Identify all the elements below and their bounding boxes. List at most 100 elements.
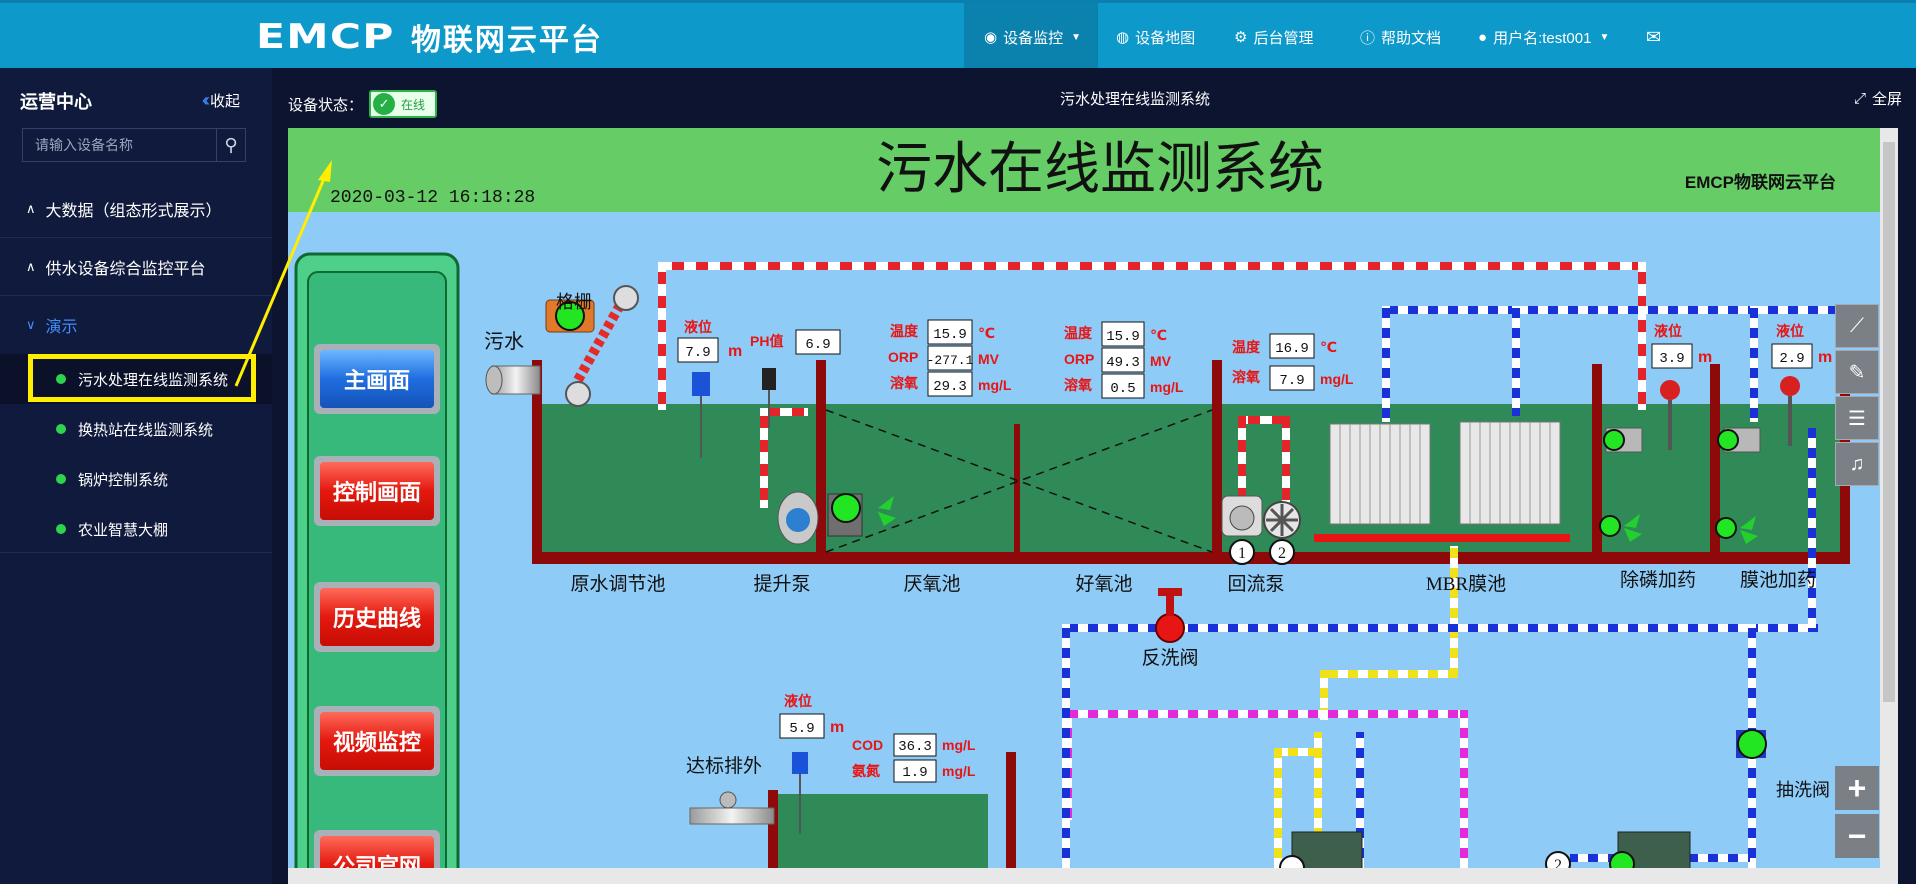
aerobic-do-unit: mg/L (1150, 379, 1184, 395)
main-screen-button[interactable]: 主画面 (314, 344, 440, 414)
brand-logo[interactable]: EMCP 物联网云平台 (256, 17, 603, 57)
video-monitor-button[interactable]: 视频监控 (314, 706, 440, 776)
sidebar-item-label: 锅炉控制系统 (78, 471, 169, 489)
status-label: 设备状态： (288, 96, 364, 114)
online-dot (56, 374, 66, 384)
zoom-in-icon[interactable]: + (1835, 766, 1879, 810)
sidebar-item-heat-station[interactable]: 换热站在线监测系统 (0, 404, 272, 454)
menu-group-label: 大数据（组态形式展示） (45, 202, 222, 220)
nav-label: 用户名:test001 (1493, 29, 1592, 47)
user-icon: ● (1478, 28, 1488, 46)
logo-text: 物联网云平台 (410, 24, 603, 57)
fullscreen-button[interactable]: ⤢ 全屏 (1854, 88, 1902, 109)
online-dot (56, 424, 66, 434)
search-icon[interactable]: ⚲ (224, 134, 238, 155)
membrane-level-label: 液位 (1776, 323, 1804, 339)
sidebar-item-label: 换热站在线监测系统 (78, 421, 214, 439)
nav-user[interactable]: ● 用户名:test001 ▼ (1478, 3, 1609, 71)
nav-device-monitor[interactable]: ◉ 设备监控 ▼ (964, 3, 1098, 71)
ph-value: 6.9 (805, 337, 830, 353)
monitor-icon: ◉ (984, 29, 998, 46)
pump-number-badge (1269, 539, 1295, 565)
aerobic-orp-value: 49.3 (1106, 355, 1140, 371)
scrollbar-thumb[interactable] (1883, 142, 1895, 702)
chevron-down-icon[interactable]: ▼ (1071, 31, 1082, 43)
return-temp-label: 温度 (1232, 339, 1261, 355)
gear-icon: ⚙ (1234, 29, 1248, 46)
aerobic-orp-label: ORP (1064, 351, 1094, 367)
list-tool-icon[interactable]: ☰ (1835, 396, 1879, 440)
anaerobic-do-label: 溶氧 (890, 375, 918, 391)
sidebar-item-boiler[interactable]: 锅炉控制系统 (0, 454, 272, 504)
level1-unit: m (728, 343, 742, 360)
return-do-label: 溶氧 (1232, 369, 1260, 385)
bell-tool-icon[interactable]: ♫ (1835, 442, 1879, 486)
search-input[interactable] (23, 129, 217, 161)
aerobic-orp-unit: MV (1150, 353, 1172, 369)
pipe-magenta (1064, 710, 1468, 718)
menu-group-bigdata[interactable]: ∧ 大数据（组态形式展示） (0, 180, 272, 238)
chart-tool-icon[interactable]: ⟋ (1835, 304, 1879, 348)
membrane-dosing-status-light (1717, 429, 1739, 451)
pipe-red-top (658, 262, 1646, 270)
main-tank-floor (532, 552, 1850, 564)
horizontal-scrollbar[interactable] (288, 868, 1880, 884)
globe-icon: ◍ (1116, 29, 1130, 46)
control-screen-button[interactable]: 控制画面 (314, 456, 440, 526)
pump-valve-status-light (1737, 729, 1767, 759)
online-dot (56, 474, 66, 484)
anaerobic-do-unit: mg/L (978, 377, 1012, 393)
fullscreen-label: 全屏 (1871, 91, 1902, 108)
arrow-head-icon (318, 160, 332, 182)
button-label: 主画面 (344, 368, 410, 393)
button-label: 控制画面 (333, 480, 421, 505)
edit-tool-icon[interactable]: ✎ (1835, 350, 1879, 394)
chevron-down-icon: ∨ (26, 317, 36, 332)
anaerobic-orp-box (927, 345, 973, 371)
sidebar-item-wastewater[interactable]: 污水处理在线监测系统 (0, 354, 272, 404)
wastewater-label: 污水 (484, 330, 524, 353)
mail-icon[interactable]: ✉ (1646, 26, 1662, 47)
nav-label: 帮助文档 (1381, 29, 1442, 47)
anaerobic-do-box (927, 371, 973, 397)
nav-label: 设备监控 (1003, 29, 1064, 47)
out-level-unit: m (830, 719, 844, 736)
phos-level-value: 3.9 (1659, 351, 1684, 367)
scada-title: 污水在线监测系统 (876, 139, 1324, 201)
return-do-unit: mg/L (1320, 371, 1354, 387)
history-curve-button[interactable]: 历史曲线 (314, 582, 440, 652)
nav-label: 后台管理 (1253, 29, 1314, 47)
cod-box (893, 733, 937, 757)
collapse-button[interactable]: ‹‹ 收起 (202, 90, 240, 111)
menu-group-demo[interactable]: ∨ 演示 (0, 296, 272, 354)
ph-box (795, 329, 841, 355)
pump-number: 2 (1278, 545, 1286, 562)
sidebar-title: 运营中心 (20, 92, 92, 112)
anaerobic-temp-unit: ℃ (978, 325, 995, 341)
nh3-value: 1.9 (902, 765, 927, 781)
grille-label: 格栅 (556, 292, 592, 312)
lift-pump-status-light (831, 493, 861, 523)
return-pump-label: 回流泵 (1227, 573, 1284, 595)
nav-device-map[interactable]: ◍ 设备地图 (1116, 3, 1195, 71)
raw-tank-label: 原水调节池 (570, 573, 665, 595)
aerobic-temp-label: 温度 (1064, 325, 1093, 341)
nav-admin[interactable]: ⚙ 后台管理 (1234, 3, 1313, 71)
status-toggle[interactable]: ✓ 在线 (369, 90, 438, 118)
chevron-down-icon[interactable]: ▼ (1599, 31, 1610, 43)
divider (0, 552, 272, 553)
membrane-level-box (1771, 343, 1813, 369)
sidebar-item-greenhouse[interactable]: 农业智慧大棚 (0, 504, 272, 554)
discharge-label: 达标排外 (686, 755, 762, 777)
return-do-box (1269, 365, 1315, 391)
pump-number: 1 (1238, 545, 1246, 562)
mbr-membrane-right (1459, 421, 1561, 525)
button-label: 视频监控 (333, 730, 421, 755)
nav-help[interactable]: ⓘ 帮助文档 (1360, 3, 1441, 71)
membrane-level-unit: m (1818, 349, 1832, 366)
menu-group-water-supply[interactable]: ∧ 供水设备综合监控平台 (0, 238, 272, 296)
vertical-scrollbar[interactable] (1880, 128, 1898, 884)
chevron-up-icon: ∧ (26, 200, 36, 216)
pump-valve-label: 抽洗阀 (1776, 780, 1830, 800)
zoom-out-icon[interactable]: − (1835, 814, 1879, 858)
